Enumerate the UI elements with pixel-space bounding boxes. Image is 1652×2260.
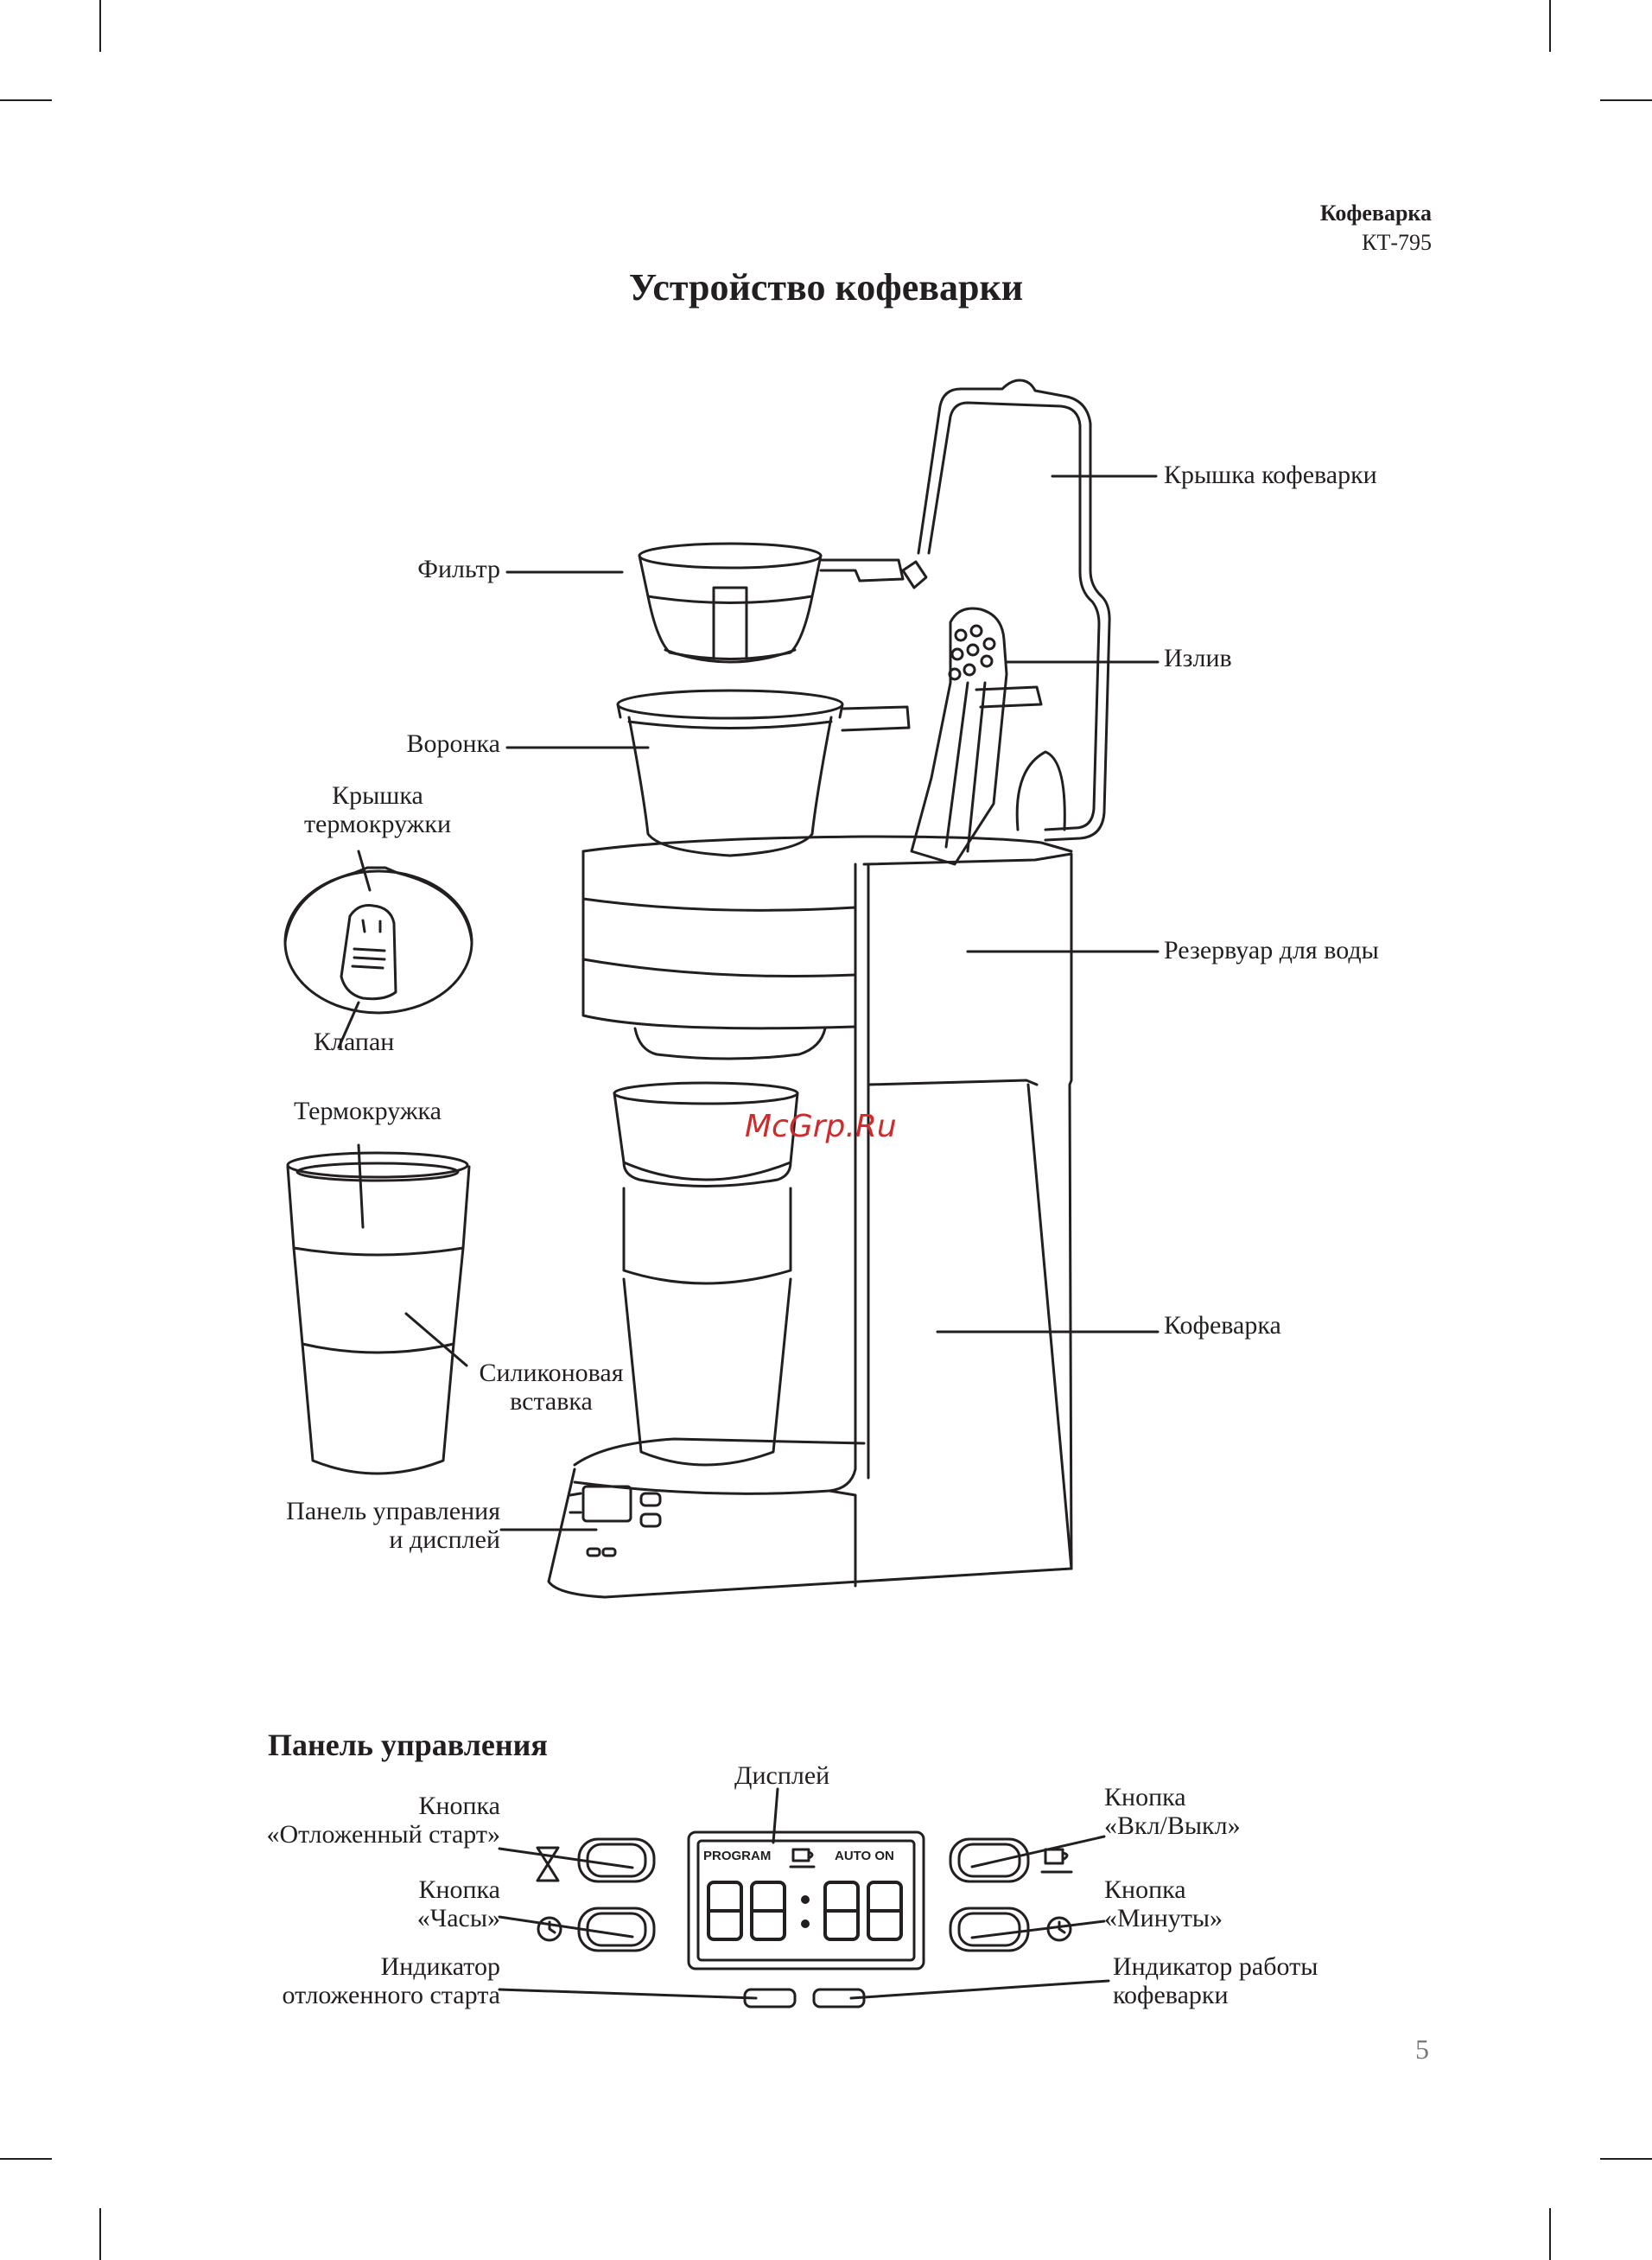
label-delay-indicator-line1: Индикатор [380,1952,500,1981]
lid-drawing [901,379,1111,842]
crop-mark [99,2208,101,2260]
thermo-mug-drawing [286,1151,471,1475]
crop-mark [0,99,52,101]
machine-body-drawing [547,835,1073,1599]
funnel-drawing [616,689,911,857]
mug-on-machine-drawing [613,1081,799,1467]
page-number: 5 [1415,2034,1429,2065]
label-funnel: Воронка [406,729,500,758]
label-panel-display-line2: и дисплей [389,1525,500,1554]
control-panel-drawing [536,1830,1073,2009]
label-clock-button-line2: «Часы» [416,1904,500,1932]
label-power-button-line1: Кнопка [1104,1783,1186,1811]
label-display: Дисплей [734,1761,830,1790]
header-model: КТ-795 [1362,230,1432,255]
crop-mark [0,2158,52,2160]
label-delay-button-line2: «Отложенный старт» [266,1820,500,1849]
thermo-mug-lid-drawing [283,866,473,1015]
label-filter: Фильтр [417,555,500,583]
crop-mark [1600,99,1652,101]
label-panel-display-line1: Панель управления [286,1497,500,1525]
watermark: McGrp.Ru [745,1109,897,1144]
label-coffee-maker: Кофеварка [1164,1311,1281,1340]
label-valve: Клапан [314,1028,395,1056]
label-power-button-line2: «Вкл/Выкл» [1104,1811,1241,1840]
header-product: Кофеварка [1319,201,1432,226]
label-delay-indicator-line2: отложенного старта [282,1981,500,2009]
label-silicone-line2: вставка [510,1387,593,1416]
leader-lines [337,474,1160,2000]
display-auto-on-text: AUTO ON [835,1849,894,1863]
crop-mark [1549,2208,1551,2260]
display-program-text: PROGRAM [703,1849,772,1863]
section-title: Панель управления [268,1728,548,1762]
label-mug-lid-line2: термокружки [303,810,452,838]
crop-mark [99,0,101,52]
label-work-indicator-line1: Индикатор работы [1113,1952,1318,1981]
display-digits-drawing [707,1881,903,1941]
spout-drawing [910,607,1043,866]
label-work-indicator-line2: кофеварки [1113,1981,1229,2009]
filter-drawing [638,542,905,664]
label-delay-button-line1: Кнопка [418,1792,500,1820]
label-minutes-button-line1: Кнопка [1104,1875,1186,1904]
label-minutes-button-line2: «Минуты» [1104,1904,1223,1932]
crop-mark [1600,2158,1652,2160]
label-silicone-line1: Силиконовая [479,1359,624,1387]
label-clock-button-line1: Кнопка [418,1875,500,1904]
label-mug-lid-line1: Крышка [332,781,423,810]
crop-mark [1549,0,1551,52]
label-lid: Крышка кофеварки [1164,461,1377,489]
page-title: Устройство кофеварки [628,266,1024,309]
label-thermo-mug: Термокружка [294,1097,442,1125]
label-spout: Излив [1164,644,1232,672]
label-reservoir: Резервуар для воды [1164,936,1379,964]
